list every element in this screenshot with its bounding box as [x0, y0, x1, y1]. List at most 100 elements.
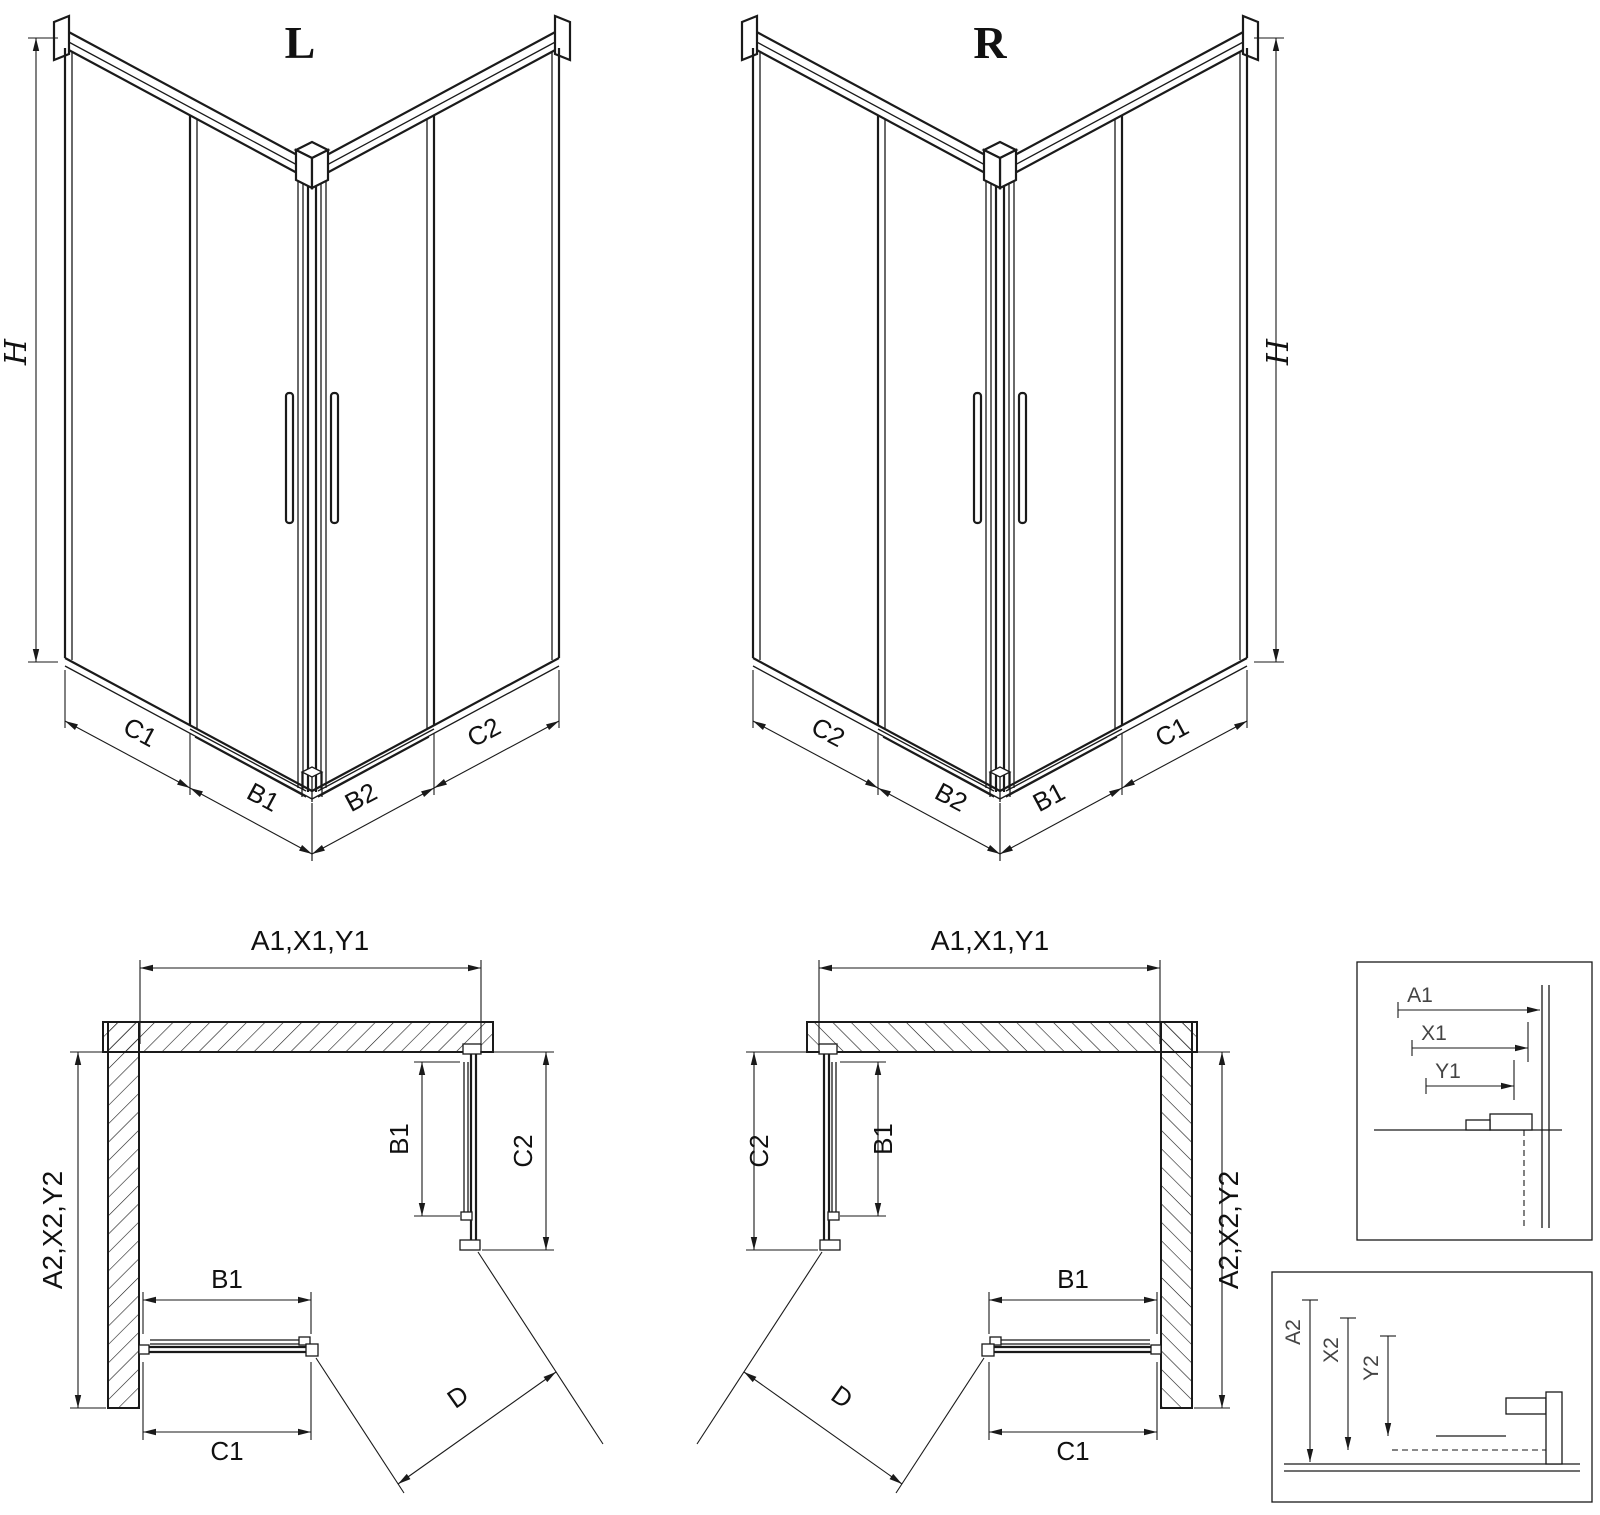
dimension-arrowhead: [143, 1296, 156, 1304]
fixed-side-dimension: [480, 1051, 554, 1251]
iso-wall-panel: [311, 14, 572, 861]
dim-label-c2-right-iso: C2: [807, 711, 850, 753]
height-dimension: [1254, 37, 1284, 663]
dimension-arrowhead: [744, 1372, 757, 1383]
dimension-arrowhead: [190, 788, 203, 798]
dimension-arrowhead: [1306, 1449, 1314, 1462]
corner-post: [293, 140, 331, 802]
dimension-arrowhead: [418, 1062, 426, 1075]
dimension-arrowhead: [989, 1428, 1002, 1436]
door-bottom-dimension: [142, 1292, 312, 1334]
width-dimension: [818, 960, 1161, 1044]
view-title-left: L: [285, 17, 316, 68]
dimension-arrowhead: [143, 1428, 156, 1436]
detail-view-bottom-profile: [1271, 1271, 1593, 1503]
dimension-arrowhead: [1527, 1006, 1540, 1014]
rail-end-cap: [553, 14, 572, 62]
dimension-arrowhead: [1234, 721, 1247, 730]
dim-label-c2-left-iso: C2: [462, 711, 505, 753]
iso-wall-panel: [999, 14, 1260, 861]
dimension-arrowhead: [750, 1052, 758, 1065]
dim-label-width-plan-left: A1,X1,Y1: [251, 925, 369, 956]
dim-label-b1-bottom-plan-right: B1: [1057, 1264, 1089, 1294]
wall-top: [806, 1021, 1198, 1053]
diagonal-entry-dimension: [696, 1251, 985, 1494]
dimension-arrowhead: [1218, 1052, 1226, 1065]
dimension-arrowhead: [1384, 1423, 1392, 1436]
dimension-arrowhead: [434, 779, 447, 788]
dimension-arrowhead: [65, 721, 78, 730]
height-dimension: [28, 37, 58, 663]
dimension-arrowhead: [987, 844, 1000, 854]
bottom-panel-assembly: [981, 1336, 1162, 1357]
wall-side: [107, 1021, 140, 1409]
dim-label-depth-plan-left: A2,X2,Y2: [37, 1171, 68, 1289]
dimension-arrowhead: [1272, 38, 1280, 51]
door-handle: [329, 391, 340, 525]
dim-label-y2-detail: Y2: [1360, 1355, 1383, 1381]
dim-label-d-plan-right: D: [826, 1379, 859, 1414]
dimension-arrowhead: [32, 649, 40, 662]
dim-label-c2-side-plan-right: C2: [744, 1134, 774, 1167]
dimension-arrowhead: [418, 1203, 426, 1216]
dimension-arrowhead: [1272, 649, 1280, 662]
dim-label-b1-bottom-plan-left: B1: [211, 1264, 243, 1294]
dimension-arrowhead: [753, 721, 766, 730]
dim-label-b1-side-plan-right: B1: [868, 1123, 898, 1155]
plan-view-left: [696, 960, 1230, 1494]
dim-label-a2-detail: A2: [1282, 1319, 1305, 1345]
dimension-arrowhead: [750, 1237, 758, 1250]
rail-end-cap: [740, 14, 759, 62]
door-side-dimension: [414, 1061, 460, 1217]
dimension-arrowhead: [543, 1372, 556, 1383]
dimension-arrowhead: [1501, 1082, 1514, 1090]
door-bottom-dimension: [988, 1292, 1158, 1334]
dim-label-x2-detail: X2: [1320, 1337, 1343, 1363]
wall-top: [102, 1021, 494, 1053]
dim-label-b1-side-plan-left: B1: [384, 1123, 414, 1155]
door-handle: [284, 391, 295, 525]
fixed-bottom-dimension: [988, 1362, 1158, 1440]
dim-label-h-left-iso: H: [0, 338, 34, 366]
dimension-arrowhead: [865, 779, 878, 788]
dimension-arrowhead: [878, 788, 891, 798]
dimension-arrowhead: [1109, 788, 1122, 798]
view-title-right: R: [973, 17, 1007, 68]
dimension-arrowhead: [1144, 1296, 1157, 1304]
dimension-arrowhead: [874, 1062, 882, 1075]
dim-label-c1-bottom-plan-right: C1: [1056, 1436, 1089, 1466]
iso-wall-panel: [52, 14, 313, 861]
dimension-arrowhead: [298, 1296, 311, 1304]
dim-label-width-plan-right: A1,X1,Y1: [931, 925, 1049, 956]
dimension-arrowhead: [1147, 964, 1160, 972]
dimension-arrowhead: [1122, 779, 1135, 788]
iso-view-left: [28, 14, 572, 861]
dimension-arrowhead: [989, 1296, 1002, 1304]
dim-label-h-right-iso: H: [1261, 338, 1296, 366]
wall-side: [1160, 1021, 1193, 1409]
dimension-arrowhead: [312, 844, 325, 854]
dimension-arrowhead: [1218, 1395, 1226, 1408]
dim-label-d-plan-left: D: [442, 1379, 475, 1414]
dimension-arrowhead: [819, 964, 832, 972]
depth-dimension: [70, 1051, 106, 1409]
detail-view-top-profile: [1356, 961, 1593, 1241]
dim-label-c1-left-iso: C1: [119, 711, 162, 753]
width-dimension: [139, 960, 482, 1044]
dim-label-c1-right-iso: C1: [1150, 711, 1193, 753]
dimension-arrowhead: [421, 788, 434, 798]
dimension-arrowhead: [298, 1428, 311, 1436]
corner-post: [981, 140, 1019, 802]
dimension-arrowhead: [546, 721, 559, 730]
door-handle: [972, 391, 983, 525]
dimension-arrowhead: [542, 1052, 550, 1065]
side-panel-assembly: [459, 1043, 482, 1251]
dimension-arrowhead: [542, 1237, 550, 1250]
diagonal-entry-dimension: [315, 1251, 604, 1494]
dimension-arrowhead: [468, 964, 481, 972]
side-panel-assembly: [818, 1043, 841, 1251]
dimension-arrowhead: [177, 779, 190, 788]
plan-view-left: [70, 960, 604, 1494]
depth-dimension: [1194, 1051, 1230, 1409]
